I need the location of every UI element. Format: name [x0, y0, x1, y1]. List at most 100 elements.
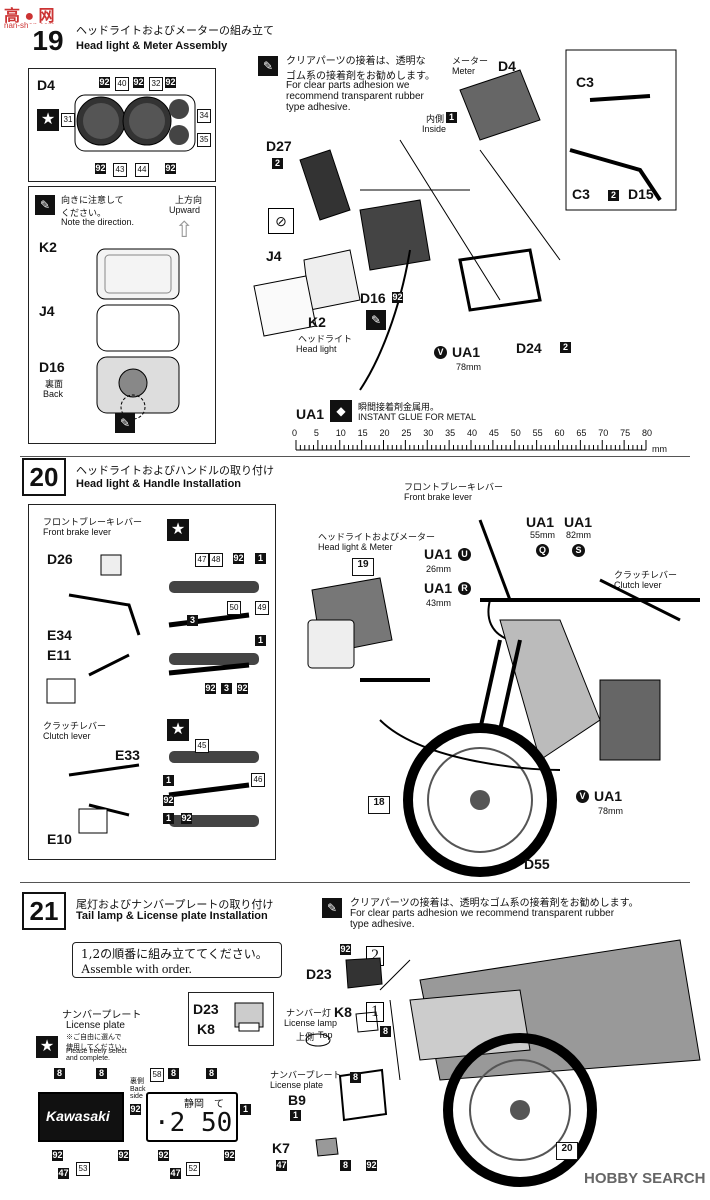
- s21-note-jp: クリアパーツの接着は、透明なゴム系の接着剤をお勧めします。: [350, 898, 639, 909]
- callout-92: 92: [99, 77, 110, 88]
- part-k2-main-label: K2: [308, 314, 326, 330]
- lamp-jp: ナンバー灯: [286, 1008, 332, 1018]
- callout-92: 92: [133, 77, 144, 88]
- ruler-tick-label: 45: [488, 428, 499, 438]
- order-en: Assemble with order.: [81, 961, 192, 976]
- clutch-main-jp: クラッチレバー: [614, 570, 678, 580]
- ruler-tick-label: 5: [313, 428, 319, 438]
- ref-step-20: 20: [556, 1142, 578, 1160]
- instant-glue-icon: ◆: [330, 400, 352, 422]
- callout-40: 40: [115, 77, 129, 91]
- callout-2: 2: [272, 158, 283, 169]
- hl-meter-jp: ヘッドライトおよびメーター: [318, 532, 436, 542]
- callout-1: 1: [290, 1110, 301, 1121]
- callout-2: 2: [608, 190, 619, 201]
- brush-icon: ✎: [35, 195, 55, 215]
- callout-92: 92: [224, 1150, 235, 1161]
- direction-box: ✎ 向きに注意して ください。 Note the direction. 上方向 …: [28, 186, 216, 444]
- part-e33-label: E33: [115, 747, 140, 763]
- callout-34: 34: [197, 109, 211, 123]
- callout-92: 92: [340, 944, 351, 955]
- callout-8: 8: [54, 1068, 65, 1079]
- step-21-title-jp: 尾灯およびナンバープレートの取り付け: [76, 898, 274, 911]
- callout-1: 1: [163, 813, 174, 824]
- callout-31: 31: [61, 113, 75, 127]
- ruler-tick-label: 70: [598, 428, 609, 438]
- ruler-tick-label: 60: [554, 428, 565, 438]
- step-20-title-jp: ヘッドライトおよびハンドルの取り付け: [76, 464, 274, 477]
- callout-92: 92: [237, 683, 248, 694]
- ruler-tick-label: 10: [335, 428, 346, 438]
- ruler-tick-label: 25: [401, 428, 412, 438]
- ua1-u-length: 26mm: [426, 564, 452, 574]
- callout-1: 1: [255, 635, 266, 646]
- callout-8: 8: [206, 1068, 217, 1079]
- callout-92: 92: [95, 163, 106, 174]
- part-d23-main-label: D23: [306, 966, 332, 982]
- plate-number: ·2 50: [154, 1108, 233, 1138]
- callout-92: 92: [165, 163, 176, 174]
- step-20-number: 20: [22, 458, 66, 496]
- kawasaki-plate: Kawasaki: [38, 1092, 124, 1142]
- callout-43: 43: [113, 163, 127, 177]
- callout-92: 92: [130, 1104, 141, 1115]
- inside-en: Inside: [422, 124, 447, 134]
- callout-50: 50: [227, 601, 241, 615]
- handle-parts-box: フロントブレーキレバー Front brake lever ★ D26 E34 …: [28, 504, 276, 860]
- meter-cluster-drawing: [74, 94, 196, 152]
- callout-49: 49: [255, 601, 269, 615]
- brush-icon: ✎: [366, 310, 386, 330]
- step-21-number: 21: [22, 892, 66, 930]
- upward-arrow-icon: ⇧: [175, 217, 194, 242]
- order-mark-1: 1: [366, 1002, 384, 1022]
- step-19-number: 19: [28, 24, 68, 58]
- hl-meter-en: Head light & Meter: [318, 542, 393, 552]
- callout-48: 48: [209, 553, 223, 567]
- section-divider: [20, 456, 690, 457]
- clear-parts-note-en: For clear parts adhesion we recommend tr…: [286, 80, 424, 113]
- step-20-title-en: Head light & Handle Installation: [76, 478, 242, 490]
- ua1-length: 78mm: [456, 362, 482, 372]
- callout-47: 47: [276, 1160, 287, 1171]
- ref-step-19: 19: [352, 558, 374, 576]
- callout-8: 8: [168, 1068, 179, 1079]
- callout-2: 2: [560, 342, 571, 353]
- front-brake-en: Front brake lever: [43, 527, 112, 537]
- star-icon: ★: [37, 109, 59, 131]
- callout-32: 32: [149, 77, 163, 91]
- glue-jp: 瞬間接着剤金属用。: [358, 402, 440, 412]
- callout-1: 1: [240, 1104, 251, 1115]
- step-21-title-en: Tail lamp & License plate Installation: [76, 910, 268, 922]
- step-19-title-en: Head light & Meter Assembly: [76, 40, 228, 52]
- back-side-en: Back side: [130, 1086, 146, 1100]
- tail-lamp-detail-box: D23 K8: [188, 992, 274, 1046]
- front-brake-jp: フロントブレーキレバー: [43, 517, 143, 527]
- plate-select-en: Please freely select and complete.: [66, 1048, 127, 1062]
- part-e34-label: E34: [47, 627, 72, 643]
- callout-92: 92: [163, 795, 174, 806]
- callout-45: 45: [195, 739, 209, 753]
- ruler-tick-label: 80: [642, 428, 653, 438]
- ruler-tick-label: 30: [423, 428, 434, 438]
- inside-jp: 内側: [426, 114, 445, 124]
- ua1-u-label: UA1: [424, 546, 453, 562]
- star-icon: ★: [167, 719, 189, 741]
- watermark-logo-glyphs: 高 ● 网: [4, 8, 55, 25]
- top-jp: 上側: [296, 1032, 315, 1042]
- part-d55-label: D55: [524, 856, 550, 872]
- s21-note-en: For clear parts adhesion we recommend tr…: [350, 908, 615, 930]
- part-d23-label: D23: [193, 1001, 219, 1017]
- step-19-title-jp: ヘッドライトおよびメーターの組み立て: [76, 24, 274, 37]
- ua1-q-length: 55mm: [530, 530, 556, 540]
- upward-en: Upward: [169, 205, 201, 215]
- plate-title-jp: ナンバープレート: [62, 1010, 142, 1021]
- plate-city: 静岡: [184, 1099, 204, 1110]
- top-en: Top: [318, 1030, 333, 1040]
- callout-47: 47: [170, 1168, 181, 1179]
- marker-u-icon: U: [458, 548, 471, 561]
- ua1-q-label: UA1: [526, 514, 555, 530]
- ruler-unit: mm: [652, 444, 667, 454]
- clutch-jp: クラッチレバー: [43, 721, 107, 731]
- callout-92: 92: [233, 553, 244, 564]
